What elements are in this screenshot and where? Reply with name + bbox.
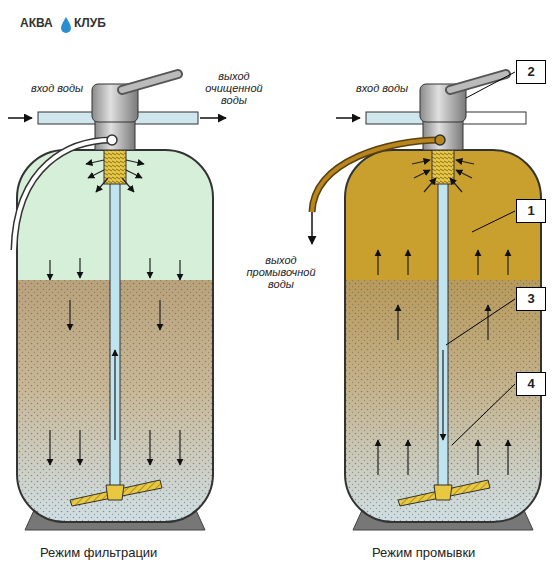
logo-text: КЛУБ bbox=[74, 16, 106, 30]
logo-text: АКВА bbox=[20, 16, 53, 30]
leader-lines bbox=[446, 72, 515, 445]
callout-number: 3 bbox=[516, 287, 546, 311]
mode-caption: Режим фильтрации bbox=[40, 545, 157, 560]
callout-number: 1 bbox=[516, 199, 546, 223]
flow-label: вход воды bbox=[355, 82, 409, 94]
filter-tank-left bbox=[8, 74, 226, 530]
flow-label: вход воды bbox=[30, 82, 84, 94]
callout-number: 2 bbox=[516, 60, 546, 84]
logo-drop bbox=[61, 17, 71, 33]
callout-number: 4 bbox=[516, 372, 546, 396]
flow-label: выход очищенной воды bbox=[192, 70, 276, 106]
flow-label: выход промывочной воды bbox=[238, 254, 324, 290]
mode-caption: Режим промывки bbox=[372, 545, 475, 560]
filter-tank-right bbox=[312, 72, 541, 530]
